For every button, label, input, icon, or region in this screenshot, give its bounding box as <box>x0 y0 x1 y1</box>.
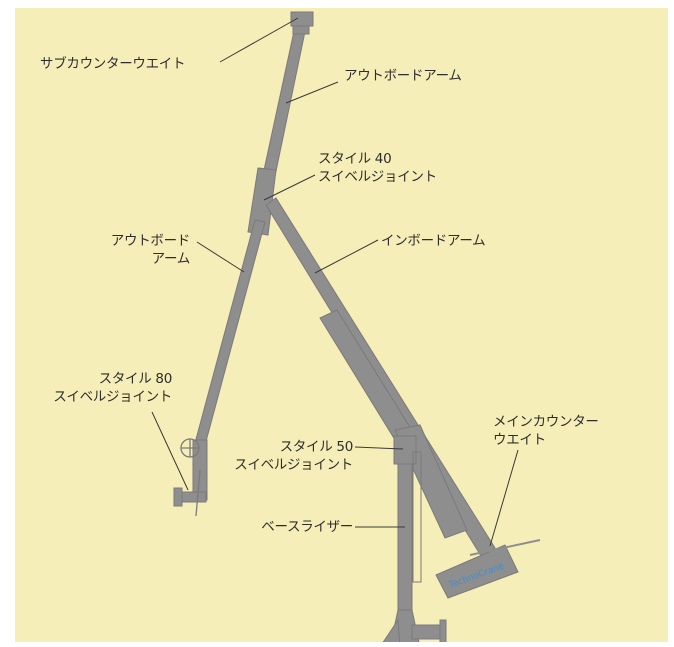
label-main-counterweight: メインカウンター ウエイト <box>493 413 599 449</box>
loading-arm-diagram: TechnoCrane <box>15 8 668 642</box>
label-outboard-arm-left-line1: アウトボード <box>110 233 191 249</box>
label-outboard-arm-left: アウトボード アーム <box>98 232 191 268</box>
label-style80-line2: スイベルジョイント <box>53 389 172 405</box>
label-main-counterweight-line2: ウエイト <box>493 432 546 448</box>
label-style50-line1: スタイル 50 <box>279 439 354 455</box>
label-main-counterweight-line1: メインカウンター <box>493 414 599 430</box>
label-style40-line1: スタイル 40 <box>318 151 392 167</box>
label-outboard-arm-upper: アウトボードアーム <box>344 68 462 84</box>
style40-swivel-joint <box>247 167 277 236</box>
outboard-arm-lower <box>173 219 266 507</box>
leader-lines <box>151 17 519 547</box>
label-style50-line2: スイベルジョイント <box>234 457 353 473</box>
label-style80-line1: スタイル 80 <box>98 371 173 387</box>
label-sub-counterweight: サブカウンターウエイト <box>40 56 186 72</box>
label-base-riser: ベースライザー <box>261 519 353 535</box>
label-style80-joint: スタイル 80 スイベルジョイント <box>40 370 172 406</box>
label-outboard-arm-left-line2: アーム <box>151 251 191 267</box>
label-style50-joint: スタイル 50 スイベルジョイント <box>220 438 353 474</box>
style80-swivel-joint <box>180 438 201 517</box>
label-inboard-arm: インボードアーム <box>381 233 486 249</box>
label-style40-line2: スイベルジョイント <box>318 169 437 185</box>
inboard-arm <box>265 197 496 557</box>
base-riser <box>382 435 447 642</box>
label-style40-joint: スタイル 40 スイベルジョイント <box>318 150 437 186</box>
